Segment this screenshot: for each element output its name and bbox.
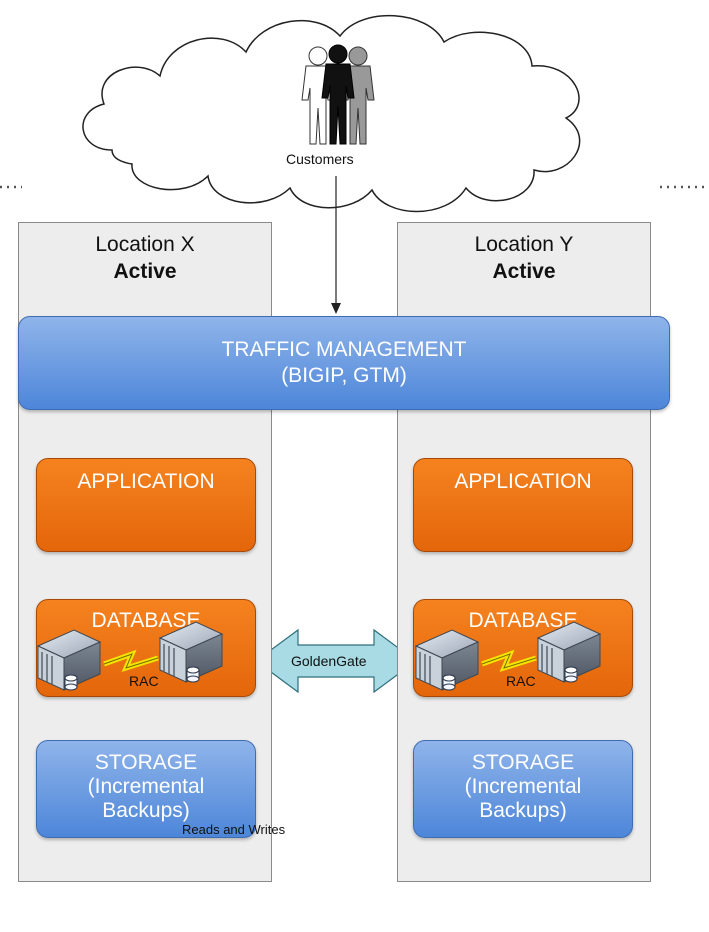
application-label-x: APPLICATION — [77, 470, 215, 493]
storage-detail-x: (Incremental — [87, 775, 205, 798]
database-label-x: DATABASE — [91, 609, 201, 632]
location-x-status: Active — [113, 260, 177, 283]
traffic-management-subtitle: (BIGIP, GTM) — [281, 364, 407, 387]
storage-detail2-x: Backups) — [102, 799, 190, 822]
customers-label: Customers — [286, 151, 354, 167]
database-box-x: DATABASE RAC — [36, 599, 256, 697]
application-label-y: APPLICATION — [454, 470, 592, 493]
traffic-management-box: TRAFFIC MANAGEMENT (BIGIP, GTM) — [18, 316, 670, 410]
people-group-icon — [301, 44, 375, 145]
storage-title-x: STORAGE — [94, 751, 198, 774]
database-label-y: DATABASE — [468, 609, 578, 632]
rac-label-y: RAC — [506, 673, 536, 689]
storage-detail-y: (Incremental — [464, 775, 582, 798]
database-box-y: DATABASE RAC — [413, 599, 633, 697]
goldengate-label: GoldenGate — [291, 653, 367, 669]
storage-detail2-y: Backups) — [479, 799, 567, 822]
location-y-name: Location Y — [474, 233, 574, 256]
storage-title-y: STORAGE — [471, 751, 575, 774]
rac-label-x: RAC — [129, 673, 159, 689]
application-box-y: APPLICATION — [413, 458, 633, 552]
traffic-management-title: TRAFFIC MANAGEMENT — [221, 338, 467, 361]
storage-box-y: STORAGE (Incremental Backups) — [413, 740, 633, 838]
storage-box-x: STORAGE (Incremental Backups) — [36, 740, 256, 838]
application-box-x: APPLICATION — [36, 458, 256, 552]
legend-reads-writes-label: Reads and Writes — [182, 822, 286, 837]
location-x-name: Location X — [95, 233, 195, 256]
location-y-status: Active — [492, 260, 556, 283]
